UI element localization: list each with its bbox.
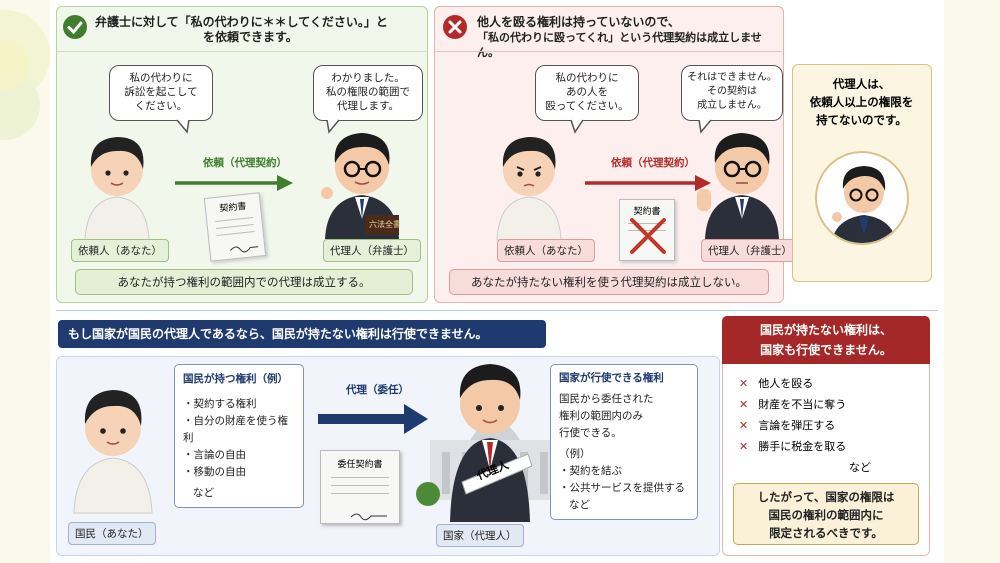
arrow-right-icon	[175, 175, 293, 191]
client-figure	[496, 137, 562, 241]
delegation-contract: 委任契約書	[320, 450, 400, 524]
bubble-tail	[176, 119, 190, 134]
lawyer-tag: 代理人（弁護士）	[701, 239, 799, 262]
client-speech-bubble: 私の代わりに 訴訟を起こして ください。	[109, 65, 213, 121]
lawyer-portrait	[815, 151, 909, 245]
valid-conclusion: あなたが持つ権利の範囲内での代理は成立する。	[75, 269, 413, 295]
x-mark-icon: ✕	[739, 419, 749, 432]
list-etc: など	[193, 487, 214, 499]
prohibited-title: 国民が持たない権利は、 国家も行使できません。	[722, 316, 930, 364]
side-note-panel: 代理人は、 依頼人以上の権限を 持てないのです。	[792, 64, 932, 282]
list-item: ・自分の財産を使う権利	[183, 415, 288, 444]
citizen-tag: 国民（あなた）	[68, 522, 156, 545]
client-tag: 依頼人（あなた）	[497, 239, 595, 262]
prohibited-list: ✕他人を殴る ✕財産を不当に奪う ✕言論を弾圧する ✕勝手に税金を取る など	[739, 373, 871, 478]
request-arrow-label: 依頼（代理契約）	[611, 157, 695, 169]
state-rights-title: 国家が行使できる権利	[559, 372, 664, 384]
side-note-text: 代理人は、 依頼人以上の権限を 持てないのです。	[809, 77, 914, 127]
list-item: ✕勝手に税金を取る	[739, 440, 847, 453]
list-etc: など	[569, 499, 590, 511]
lawyer-speech-bubble: わかりました。 私の権限の範囲で 代理します。	[313, 65, 423, 121]
check-icon	[63, 15, 87, 39]
state-rights-box: 国家が行使できる権利 国民から委任された 権利の範囲内のみ 行使できる。 （例）…	[550, 364, 698, 520]
bubble-tail	[698, 119, 712, 134]
cross-icon	[443, 15, 467, 39]
x-mark-icon: ✕	[739, 440, 749, 453]
lawyer-figure	[697, 133, 779, 239]
state-rights-line: 行使できる。	[559, 427, 622, 439]
prohibited-panel: 国民が持たない権利は、 国家も行使できません。 ✕他人を殴る ✕財産を不当に奪う…	[722, 316, 930, 556]
infographic-sheet: 弁護士に対して「私の代わりに＊＊してください。」と を依頼できます。 私の代わり…	[50, 0, 944, 563]
client-tag: 依頼人（あなた）	[71, 239, 169, 262]
state-rights-line: 国民から委任された	[559, 393, 654, 405]
x-mark-icon	[630, 218, 666, 254]
valid-agency-panel: 弁護士に対して「私の代わりに＊＊してください。」と を依頼できます。 私の代わり…	[56, 6, 428, 303]
pen-icon	[350, 513, 387, 521]
valid-panel-header: 弁護士に対して「私の代わりに＊＊してください。」と を依頼できます。	[95, 15, 388, 44]
state-rights-example: （例）	[559, 448, 591, 460]
bubble-tail	[326, 119, 340, 134]
arrow-right-icon	[585, 175, 711, 191]
list-item: ✕言論を弾圧する	[739, 419, 836, 432]
list-item: ・契約を結ぶ	[559, 465, 622, 477]
client-figure	[84, 137, 150, 241]
pen-icon	[230, 246, 259, 253]
bubble-tail	[570, 119, 584, 134]
state-figure	[450, 364, 533, 522]
invalid-agency-panel: 他人を殴る権利は持っていないので、 「私の代わりに殴ってくれ」という代理契約は成…	[434, 6, 799, 303]
list-item: ・契約する権利	[183, 398, 257, 410]
lawyer-speech-bubble: それはできません。 その契約は 成立しません。	[681, 65, 783, 121]
list-item: ・移動の自由	[183, 466, 246, 478]
list-etc: など	[849, 461, 871, 474]
invalid-conclusion: あなたが持たない権利を使う代理契約は成立しない。	[449, 269, 769, 295]
contract-label: 委任契約書	[337, 460, 383, 470]
state-tag: 国家（代理人）	[436, 524, 524, 547]
delegation-arrow-label: 代理（委任）	[346, 384, 409, 396]
list-item: ・言論の自由	[183, 449, 246, 461]
x-mark-icon: ✕	[739, 377, 749, 390]
citizen-rights-box: 国民が持つ権利（例） ・契約する権利 ・自分の財産を使う権利 ・言論の自由 ・移…	[174, 364, 304, 508]
citizen-rights-title: 国民が持つ権利（例）	[183, 373, 288, 385]
request-arrow-label: 依頼（代理契約）	[203, 157, 287, 169]
lawyer-tag: 代理人（弁護士）	[323, 239, 421, 262]
list-item: ✕財産を不当に奪う	[739, 398, 847, 411]
lawyer-figure	[321, 133, 399, 239]
contract-label: 契約書	[633, 207, 661, 217]
citizen-figure	[73, 390, 153, 514]
client-speech-bubble: 私の代わりに あの人を 殴ってください。	[535, 65, 639, 121]
divider	[435, 51, 782, 52]
list-item: ・公共サービスを提供する	[559, 482, 685, 494]
section-divider	[56, 310, 938, 311]
invalid-panel-header: 他人を殴る権利は持っていないので、 「私の代わりに殴ってくれ」という代理契約は成…	[477, 15, 762, 59]
divider	[57, 51, 426, 52]
contract-document: 契約書	[203, 192, 267, 262]
conclusion-box: したがって、国家の権限は 国民の権利の範囲内に 限定されるべきです。	[733, 483, 919, 545]
contract-label: 契約書	[219, 201, 247, 215]
contract-document: 契約書	[619, 199, 675, 261]
state-agency-title: もし国家が国民の代理人であるなら、国民が持たない権利は行使できません。	[58, 320, 546, 348]
x-mark-icon: ✕	[739, 398, 749, 411]
list-item: ✕他人を殴る	[739, 377, 814, 390]
state-rights-line: 権利の範囲内のみ	[559, 410, 643, 422]
law-book-label: 六法全書	[369, 220, 401, 229]
arrow-right-icon	[318, 404, 428, 434]
